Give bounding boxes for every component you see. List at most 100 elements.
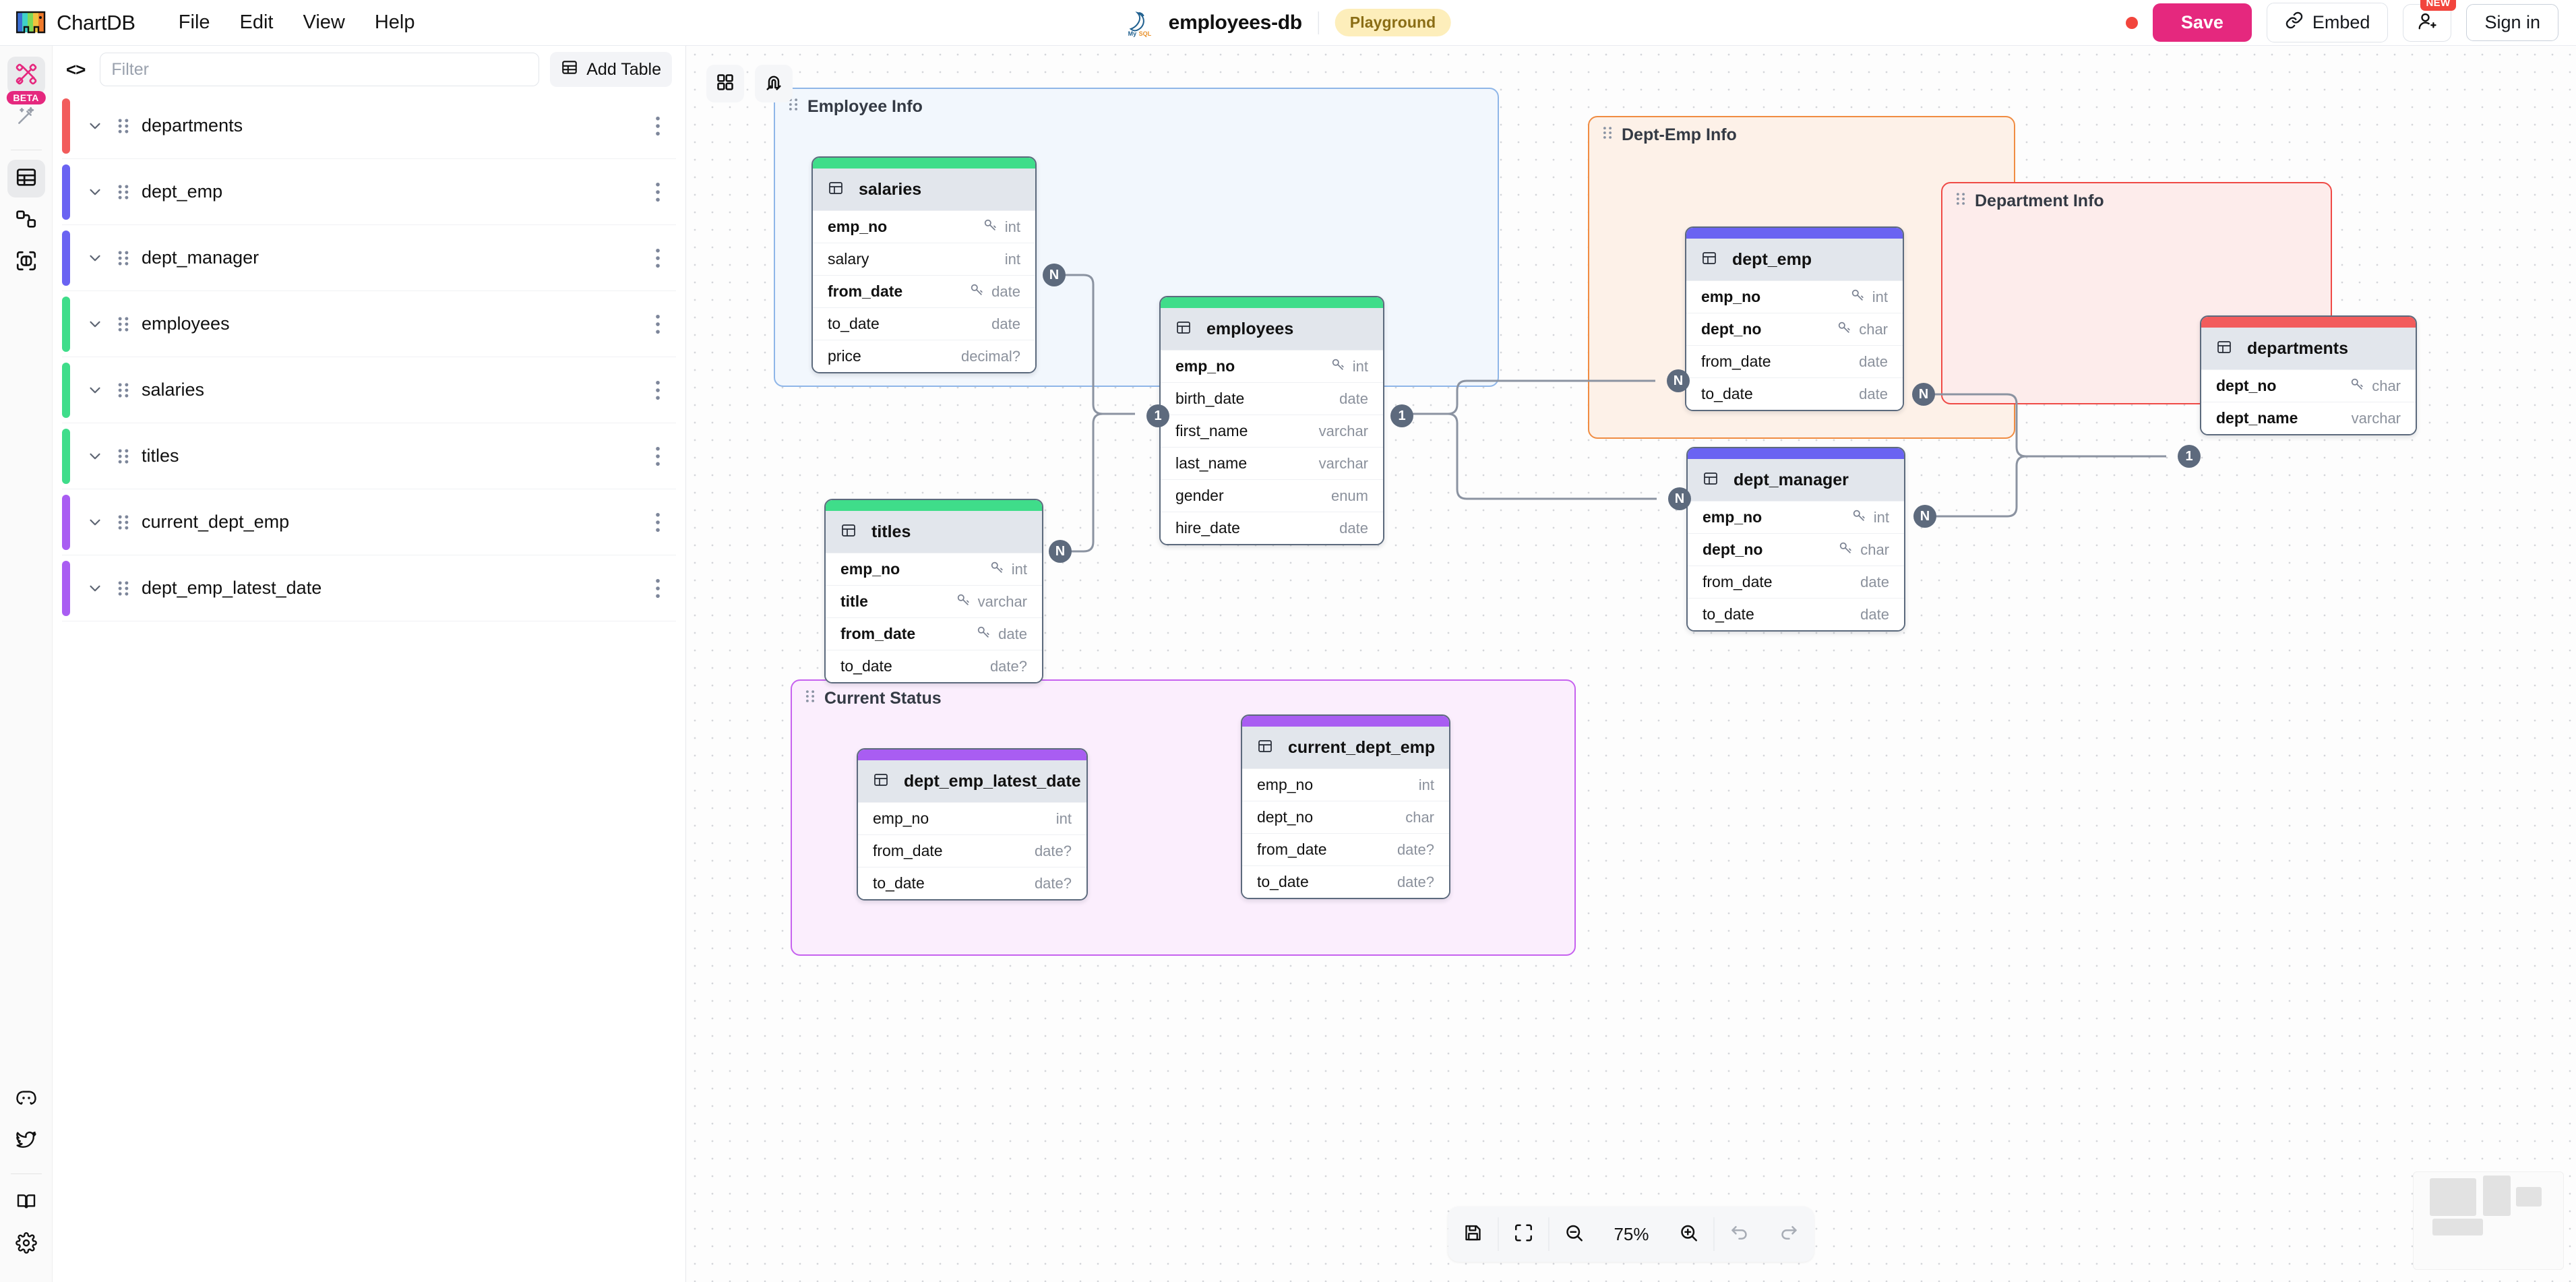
drag-handle-icon[interactable] xyxy=(112,315,135,333)
drag-handle-icon[interactable] xyxy=(112,183,135,201)
area-drag-handle-icon[interactable] xyxy=(787,97,799,117)
zoom-in-button[interactable] xyxy=(1664,1207,1714,1262)
area-drag-handle-icon[interactable] xyxy=(1601,125,1614,145)
rail-item-relationships[interactable] xyxy=(7,202,45,239)
drag-handle-icon[interactable] xyxy=(112,580,135,597)
diagram-area-department-info[interactable]: Department Info xyxy=(1941,182,2332,404)
table-list-item[interactable]: dept_emp xyxy=(62,159,676,225)
table-more-options-icon[interactable] xyxy=(640,248,676,268)
table-more-options-icon[interactable] xyxy=(640,446,676,466)
table-list-item[interactable]: departments xyxy=(62,93,676,159)
table-more-options-icon[interactable] xyxy=(640,314,676,334)
code-view-toggle[interactable]: <> xyxy=(66,59,86,80)
table-list-item[interactable]: current_dept_emp xyxy=(62,489,676,555)
zoom-out-button[interactable] xyxy=(1549,1207,1599,1262)
table-more-options-icon[interactable] xyxy=(640,182,676,202)
filter-input[interactable] xyxy=(100,53,540,86)
expand-chevron-icon[interactable] xyxy=(78,514,112,531)
drag-handle-icon[interactable] xyxy=(112,249,135,267)
expand-chevron-icon[interactable] xyxy=(78,183,112,201)
table-more-options-icon[interactable] xyxy=(640,512,676,532)
save-diagram-button[interactable] xyxy=(1448,1207,1498,1262)
table-header[interactable]: current_dept_emp xyxy=(1242,727,1449,768)
rail-item-settings[interactable] xyxy=(7,1225,45,1263)
rail-item-diagram-builder[interactable] xyxy=(7,57,45,94)
table-header[interactable]: dept_manager xyxy=(1688,459,1904,501)
rail-item-twitter[interactable] xyxy=(7,1122,45,1160)
table-header[interactable]: dept_emp xyxy=(1686,239,1903,280)
table-list-item[interactable]: dept_emp_latest_date xyxy=(62,555,676,621)
embed-button[interactable]: Embed xyxy=(2266,3,2389,42)
zoom-level-label[interactable]: 75% xyxy=(1614,1223,1649,1244)
drag-handle-icon[interactable] xyxy=(112,448,135,465)
sign-in-button[interactable]: Sign in xyxy=(2466,4,2558,41)
table-header[interactable]: dept_emp_latest_date xyxy=(858,760,1086,802)
table-more-options-icon[interactable] xyxy=(640,380,676,400)
redo-button[interactable] xyxy=(1765,1207,1814,1262)
grid-layout-button[interactable] xyxy=(706,65,744,102)
fit-to-screen-button[interactable] xyxy=(1498,1207,1548,1262)
save-button[interactable]: Save xyxy=(2152,3,2252,42)
menu-item-file[interactable]: File xyxy=(178,11,210,33)
expand-chevron-icon[interactable] xyxy=(78,448,112,465)
rail-item-areas[interactable] xyxy=(7,243,45,281)
database-title[interactable]: employees-db xyxy=(1168,11,1302,34)
expand-chevron-icon[interactable] xyxy=(78,381,112,399)
menu-item-view[interactable]: View xyxy=(303,11,345,33)
drag-handle-icon[interactable] xyxy=(112,381,135,399)
menu-item-help[interactable]: Help xyxy=(374,11,415,33)
table-list-item[interactable]: dept_manager xyxy=(62,225,676,291)
area-drag-handle-icon[interactable] xyxy=(804,689,816,708)
expand-chevron-icon[interactable] xyxy=(78,117,112,135)
table-list-item[interactable]: employees xyxy=(62,291,676,357)
table-list-item[interactable]: titles xyxy=(62,423,676,489)
table-header[interactable]: employees xyxy=(1161,308,1383,350)
rail-item-discord[interactable] xyxy=(7,1080,45,1118)
drag-handle-icon[interactable] xyxy=(112,117,135,135)
magnet-snap-button[interactable] xyxy=(755,65,793,102)
rail-item-tables[interactable] xyxy=(7,160,45,197)
table-more-options-icon[interactable] xyxy=(640,116,676,136)
table-header[interactable]: departments xyxy=(2201,328,2416,369)
table-header[interactable]: salaries xyxy=(813,169,1035,210)
area-drag-handle-icon[interactable] xyxy=(1955,191,1967,211)
canvas-minimap[interactable] xyxy=(2413,1171,2564,1270)
table-header[interactable]: titles xyxy=(826,511,1042,553)
rail-item-ai-assistant[interactable]: BETA xyxy=(6,91,46,136)
expand-chevron-icon[interactable] xyxy=(78,580,112,597)
